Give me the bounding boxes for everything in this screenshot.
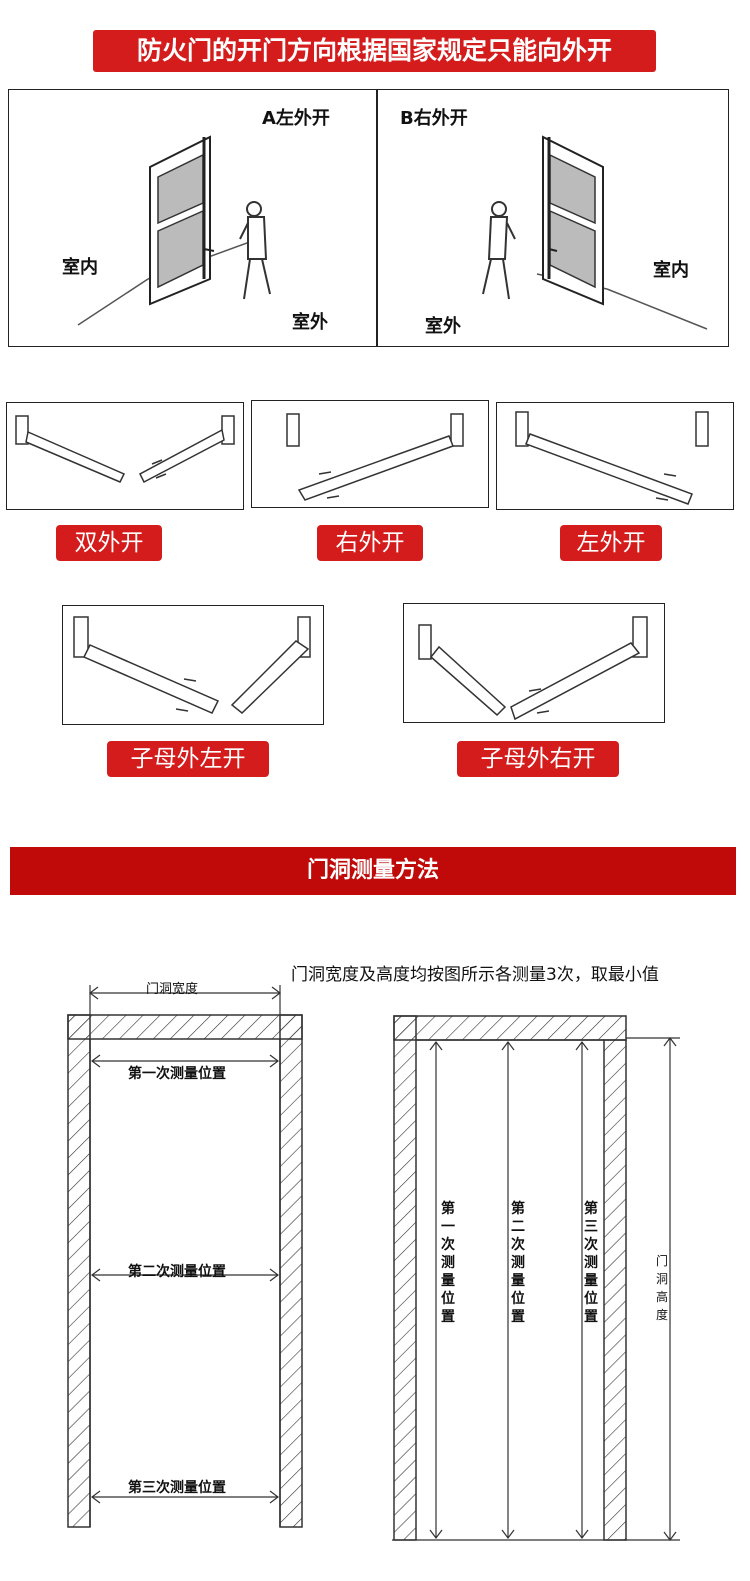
panel-a-title: A左外开 bbox=[262, 108, 330, 129]
open-door-icon bbox=[542, 135, 604, 306]
right-outward-diagram bbox=[286, 413, 464, 501]
double-outward-diagram bbox=[15, 415, 235, 484]
width-dimension-arrow bbox=[89, 985, 281, 1015]
height-position-2-label: 第二次测量位置 bbox=[511, 1201, 525, 1325]
open-door-icon bbox=[149, 135, 215, 306]
panel-a-inside-label: 室内 bbox=[62, 257, 98, 278]
door-leaf-icon bbox=[510, 642, 641, 721]
hinge-icon bbox=[175, 678, 197, 712]
height-position-1-label: 第一次测量位置 bbox=[441, 1201, 455, 1325]
measure-line-1 bbox=[429, 1041, 443, 1539]
wall-icon bbox=[695, 411, 709, 447]
wall-icon bbox=[632, 616, 648, 658]
wall-icon bbox=[67, 1014, 91, 1528]
height-dimension-arrow bbox=[626, 1037, 680, 1541]
wall-icon bbox=[393, 1015, 627, 1041]
wall-icon bbox=[393, 1015, 417, 1541]
width-dimension-label: 门洞宽度 bbox=[146, 982, 199, 997]
door-leaf-icon bbox=[230, 640, 310, 714]
double-outward-diagram-frame bbox=[6, 402, 244, 510]
wall-icon bbox=[418, 624, 432, 660]
panel-a-outside-label: 室外 bbox=[292, 312, 328, 333]
left-outward-diagram-frame bbox=[496, 402, 734, 510]
hinge-icon bbox=[655, 473, 677, 501]
wall-icon bbox=[603, 1039, 627, 1541]
measure-line-3 bbox=[91, 1490, 279, 1504]
door-leaf-icon bbox=[429, 645, 507, 717]
wall-icon bbox=[15, 415, 29, 445]
panel-divider bbox=[376, 89, 378, 347]
mother-son-right-diagram bbox=[418, 616, 648, 721]
measure-line-1 bbox=[91, 1054, 279, 1068]
height-measurement-diagram bbox=[392, 1015, 680, 1541]
hinge-icon bbox=[318, 471, 340, 499]
width-position-2-label: 第二次测量位置 bbox=[128, 1264, 226, 1280]
wall-icon bbox=[73, 616, 89, 658]
right-outward-label: 右外开 bbox=[317, 525, 423, 561]
left-outward-diagram bbox=[515, 411, 709, 505]
mother-son-right-label: 子母外右开 bbox=[457, 741, 619, 777]
door-leaf-icon bbox=[139, 428, 225, 484]
panel-b-illustration bbox=[482, 135, 708, 330]
measurement-note: 门洞宽度及高度均按图所示各测量3次，取最小值 bbox=[291, 965, 659, 985]
panel-b-inside-label: 室内 bbox=[653, 260, 689, 281]
height-dimension-label: 门洞高度 bbox=[655, 1254, 668, 1322]
right-outward-diagram-frame bbox=[251, 400, 489, 508]
wall-icon bbox=[286, 413, 300, 447]
mother-son-left-diagram bbox=[73, 616, 311, 714]
wall-icon bbox=[450, 413, 464, 447]
mother-son-right-diagram-frame bbox=[403, 603, 665, 723]
left-outward-label: 左外开 bbox=[560, 525, 662, 561]
width-position-1-label: 第一次测量位置 bbox=[128, 1066, 226, 1082]
panel-b-title: B右外开 bbox=[400, 108, 468, 129]
width-measurement-diagram bbox=[67, 985, 303, 1528]
door-leaf-icon bbox=[525, 433, 693, 505]
measure-line-3 bbox=[575, 1041, 589, 1539]
door-leaf-icon bbox=[25, 430, 126, 483]
section-header-bar: 门洞测量方法 bbox=[10, 847, 736, 895]
panel-a-illustration bbox=[77, 135, 271, 326]
panel-b-outside-label: 室外 bbox=[425, 316, 461, 337]
width-position-3-label: 第三次测量位置 bbox=[128, 1480, 226, 1496]
page-title-banner: 防火门的开门方向根据国家规定只能向外开 bbox=[93, 30, 656, 72]
mother-son-left-diagram-frame bbox=[62, 605, 324, 725]
height-position-3-label: 第三次测量位置 bbox=[584, 1201, 598, 1325]
wall-icon bbox=[515, 411, 529, 447]
hinge-icon bbox=[528, 688, 550, 714]
wall-icon bbox=[279, 1014, 303, 1528]
measure-line-2 bbox=[501, 1041, 515, 1539]
mother-son-left-label: 子母外左开 bbox=[107, 741, 269, 777]
wall-icon bbox=[67, 1014, 303, 1040]
door-direction-panel bbox=[8, 89, 729, 347]
double-outward-label: 双外开 bbox=[56, 525, 162, 561]
hinge-icon bbox=[151, 459, 167, 479]
person-icon bbox=[482, 201, 516, 300]
door-leaf-icon bbox=[297, 435, 454, 501]
door-leaf-icon bbox=[82, 644, 220, 714]
person-icon bbox=[239, 201, 271, 300]
measure-line-2 bbox=[91, 1268, 279, 1282]
